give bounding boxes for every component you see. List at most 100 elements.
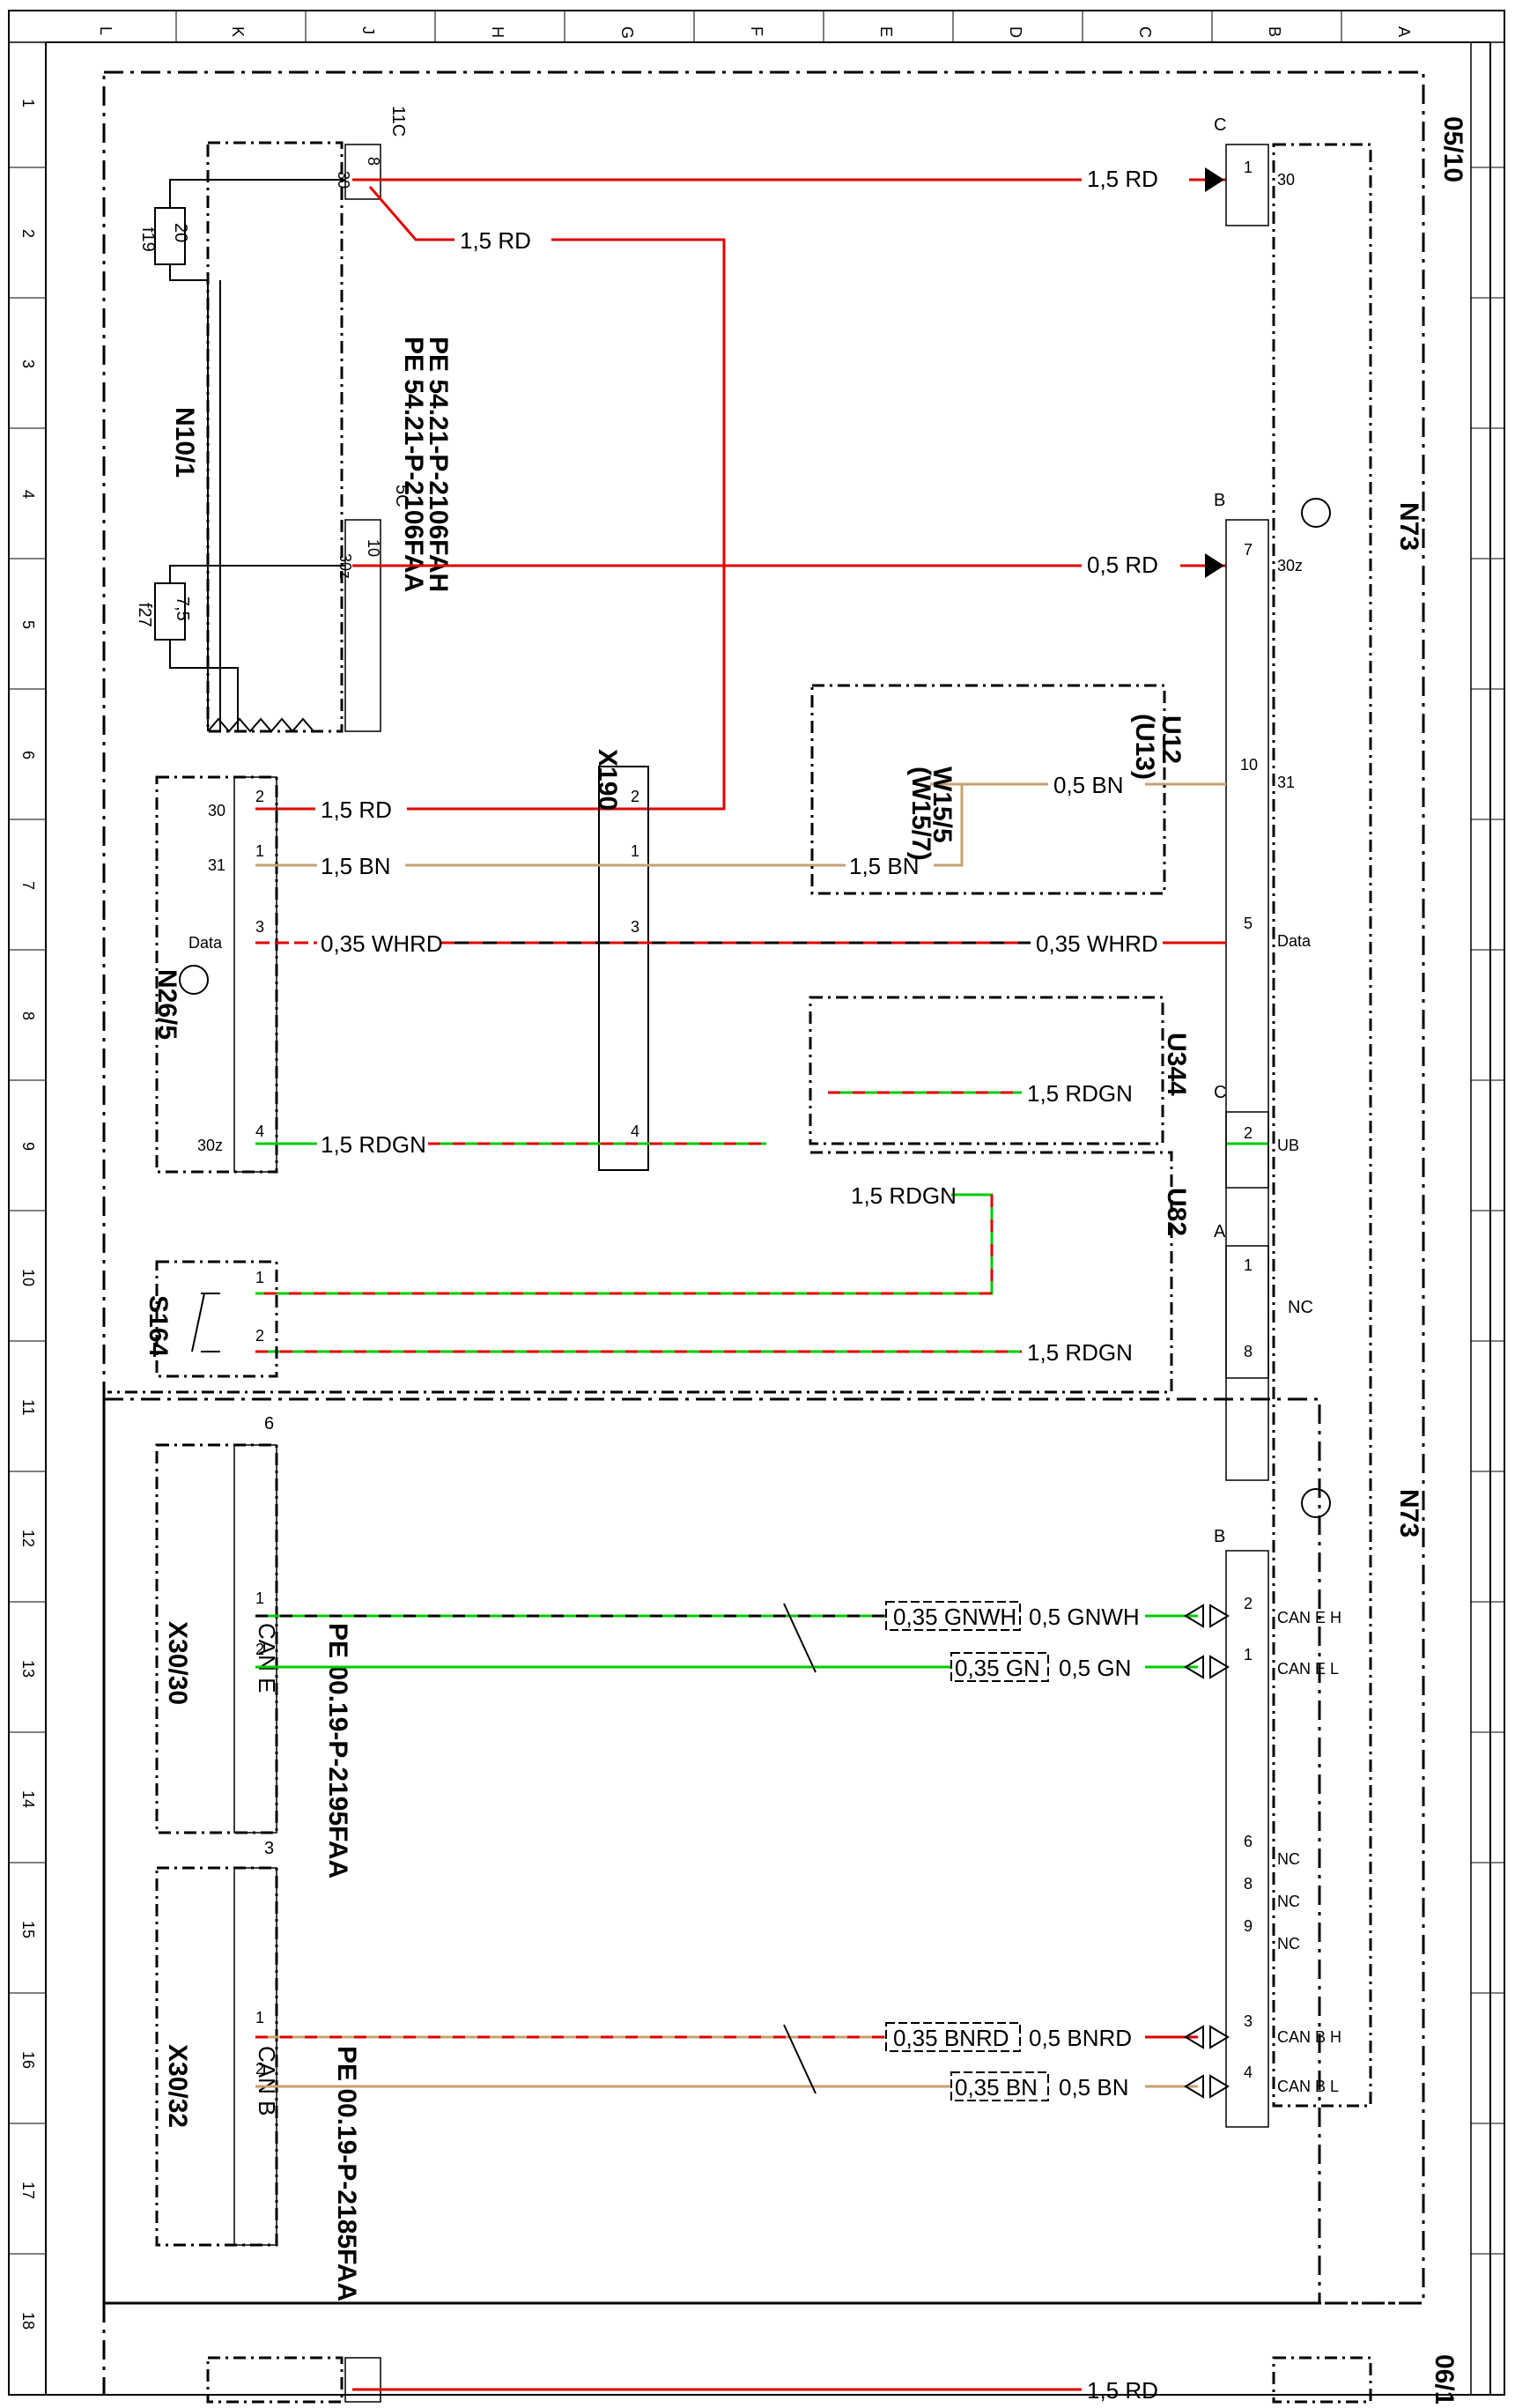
- row-label-6: 6: [19, 751, 37, 759]
- label-n73-can-e-h: CAN E H: [1277, 1609, 1341, 1626]
- pin-nc-1: NC: [1277, 1850, 1300, 1868]
- n10-1-pe-b[interactable]: PE 54.21-P-2106FAH: [424, 337, 453, 592]
- fuse-f19-val: 20: [171, 223, 190, 242]
- col-label-e: E: [877, 26, 895, 37]
- pin-n73-can-e-h: 2: [1244, 1595, 1253, 1612]
- row-label-16: 16: [19, 2051, 37, 2069]
- pin-n10-30z: 30z: [336, 553, 354, 579]
- fuse-wiring: [169, 179, 345, 731]
- pin-n73-can-b-l: 4: [1244, 2063, 1253, 2081]
- wire-label-w16b: 0,5 BNRD: [1029, 2025, 1132, 2051]
- u12-label: U12: [1157, 715, 1186, 764]
- u13-label: (U13): [1130, 714, 1159, 780]
- arrow-w3: [1205, 553, 1224, 578]
- can-b-wires: [255, 2035, 1198, 2088]
- n73-conn-c2: [1225, 1111, 1269, 1189]
- wire-label-w7: 1,5 BN: [849, 853, 920, 879]
- pin-n73-1b: 1: [1244, 1256, 1253, 1274]
- row-label-3: 3: [19, 359, 37, 368]
- pin-n26-4: 4: [255, 1122, 264, 1140]
- transistor-icon-n73-top: [1301, 498, 1331, 528]
- label-n73-can-e-l: CAN E L: [1277, 1660, 1339, 1678]
- wire-label-w18: 1,5 RD: [1087, 2377, 1158, 2404]
- pin-n26-1: 1: [255, 842, 264, 860]
- pin-n26-2: 2: [255, 788, 264, 805]
- row-label-11: 11: [19, 1399, 37, 1416]
- page-ref-bottom[interactable]: 06/10: [1430, 2354, 1459, 2408]
- row-label-5: 5: [19, 620, 37, 629]
- wire-label-w6: 0,5 BN: [1053, 772, 1124, 798]
- connector-11c: [344, 144, 381, 200]
- row-label-18: 18: [19, 2312, 37, 2330]
- pin-n73-6: 6: [1244, 1833, 1253, 1850]
- pin-n26-30z: 30z: [197, 1137, 223, 1154]
- page-ref-top[interactable]: 05/10: [1438, 116, 1467, 182]
- x190-label: X190: [593, 749, 622, 811]
- row-label-2: 2: [19, 229, 37, 238]
- pin-n73-8b: 8: [1244, 1875, 1253, 1893]
- pin-s164-2: 2: [255, 1327, 264, 1345]
- pin-n73-30: 30: [1277, 171, 1295, 189]
- switch-icon-s164: [191, 1293, 220, 1352]
- pin-n26-3: 3: [255, 918, 264, 936]
- can-b-label: CAN B: [254, 2046, 280, 2115]
- connector-6-label: 6: [264, 1414, 274, 1434]
- wire-label-w12: 1,5 RDGN: [851, 1182, 957, 1209]
- row-label-12: 12: [19, 1530, 37, 1547]
- wire-label-w9: 0,35 WHRD: [1036, 930, 1158, 957]
- label-n73-can-b-h: CAN B H: [1277, 2028, 1341, 2046]
- u344-label: U344: [1162, 1033, 1191, 1096]
- pin-x190-3: 3: [631, 918, 639, 936]
- pin-n73-1: 1: [1244, 159, 1253, 176]
- transistor-icon-n73-bottom: [1301, 1488, 1331, 1518]
- row-label-17: 17: [19, 2182, 37, 2199]
- row-label-15: 15: [19, 1921, 37, 1938]
- n73-box: [1272, 143, 1372, 2108]
- wire-label-w3: 0,5 RD: [1087, 552, 1158, 578]
- row-label-10: 10: [19, 1269, 37, 1286]
- pin-n73-30z: 30z: [1277, 557, 1303, 574]
- n73-bottom-label: N73: [1394, 1489, 1423, 1537]
- wire-label-w10: 1,5 RDGN: [321, 1131, 426, 1158]
- pin-n73-2: 2: [1244, 1124, 1253, 1142]
- x30-30-pe[interactable]: PE 00.19-P-2195FAA: [323, 1623, 352, 1878]
- pin-n10-30: 30: [335, 171, 352, 189]
- n10-1-pe-a[interactable]: PE 54.21-P-2106FAA: [399, 337, 428, 592]
- col-label-d: D: [1007, 26, 1024, 38]
- row-label-14: 14: [19, 1790, 37, 1808]
- col-label-l: L: [97, 26, 115, 35]
- red-wires: [255, 178, 1226, 811]
- n73-conn-b2: [1225, 1550, 1269, 2128]
- can-e-wires: [255, 1614, 1198, 1669]
- wire-label-w14a: 0,35 GNWH: [893, 1604, 1016, 1630]
- col-label-c: C: [1136, 26, 1154, 38]
- pin-n26-30: 30: [208, 802, 225, 819]
- w15-7-label: (W15/7): [906, 767, 935, 861]
- col-label-f: F: [748, 26, 765, 36]
- x30-32-pe[interactable]: PE 00.19-P-2185FAA: [332, 2046, 361, 2301]
- connector-11c-label: 11C: [388, 106, 408, 137]
- row-grid: 1 2 3 4 5 6 7 8 9 10 11 12 13 14 15 16 1…: [9, 42, 1504, 2395]
- connector-5c-label: 5C: [392, 485, 411, 508]
- brown-wires: [255, 782, 1226, 867]
- wire-label-w11: 1,5 RDGN: [1027, 1080, 1133, 1107]
- n10-1-box: [206, 141, 344, 733]
- row-label-7: 7: [19, 881, 37, 890]
- connector-5c: [344, 519, 381, 732]
- wire-label-w13: 1,5 RDGN: [1027, 1339, 1133, 1366]
- rdgn-wires: [255, 1091, 1268, 1353]
- n73-conn-c2-label: C: [1214, 1083, 1226, 1102]
- pin-x3032-2: 2: [255, 2060, 264, 2078]
- row-label-9: 9: [19, 1142, 37, 1151]
- wire-label-w15b: 0,5 GN: [1059, 1655, 1131, 1681]
- wire-label-w5: 1,5 BN: [321, 853, 391, 879]
- col-label-g: G: [618, 26, 636, 39]
- wire-label-w17a: 0,35 BN: [955, 2074, 1038, 2101]
- x30-32-label: X30/32: [163, 2044, 192, 2128]
- wire-label-w15a: 0,35 GN: [955, 1655, 1040, 1681]
- pin-nc-3: NC: [1277, 1935, 1300, 1952]
- pin-n73-7: 7: [1244, 541, 1253, 559]
- col-label-j: J: [359, 26, 377, 34]
- label-n73-can-b-l: CAN B L: [1277, 2078, 1339, 2095]
- can-e-label: CAN E: [254, 1623, 280, 1693]
